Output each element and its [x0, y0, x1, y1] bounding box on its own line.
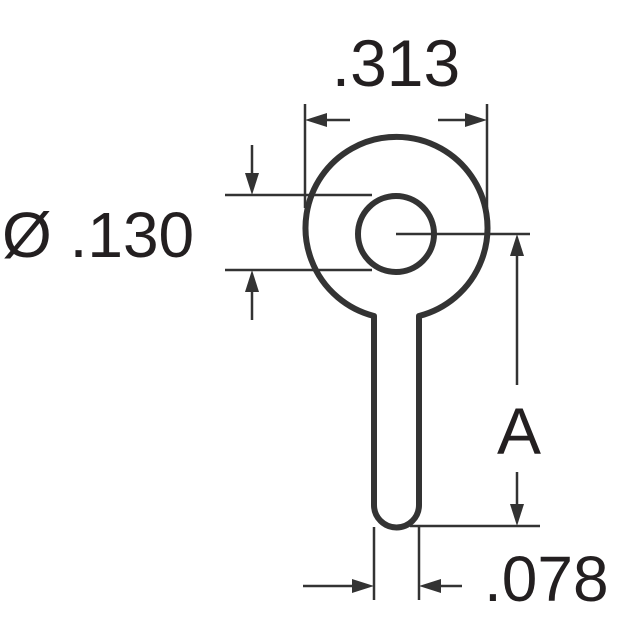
shank-width-label: .078	[484, 543, 609, 615]
hole-to-tip-dimension	[396, 232, 540, 528]
arrow-down-icon	[510, 504, 524, 526]
hole-diameter-dimension	[225, 145, 372, 320]
arrow-up-icon	[510, 234, 524, 256]
shank-width-dimension	[303, 527, 462, 600]
terminal-outline	[302, 133, 491, 531]
hole-to-tip-label: A	[497, 394, 541, 468]
arrow-right-icon	[352, 579, 374, 593]
arrow-right-icon	[305, 113, 327, 127]
arrow-left-icon	[465, 113, 487, 127]
arrow-left-icon	[419, 579, 441, 593]
width-label: .313	[332, 26, 460, 100]
arrow-down-icon	[245, 173, 259, 195]
hole-diameter-label: Ø .130	[2, 199, 194, 271]
width-dimension	[303, 104, 489, 208]
arrow-up-icon	[245, 270, 259, 292]
